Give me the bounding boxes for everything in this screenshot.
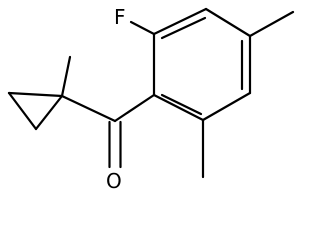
bond-aryl-fluorine <box>129 20 156 36</box>
ring-bond-c2-c3 <box>152 7 208 36</box>
carbonyl-double-bond <box>108 120 122 169</box>
molecule-diagram: F O <box>7 5 295 193</box>
ring-bond-c3-c4 <box>204 7 252 38</box>
bond-ring-quaternary-ch2a <box>7 91 64 98</box>
ring-inner-bond-c2-c3 <box>160 16 207 40</box>
bond-cyclopropyl-carbonyl <box>60 94 117 123</box>
bond-ring-ch2a-ch2b <box>7 91 38 131</box>
bond-aryl-para-methyl <box>248 10 295 38</box>
ring-bond-c6-c1 <box>152 93 205 122</box>
bond-ring-ch2b-quaternary <box>34 94 64 131</box>
ring-bond-c5-c6 <box>201 91 252 122</box>
bond-cyclopropyl-methyl <box>60 55 72 98</box>
cyclopropyl-ring <box>7 91 64 131</box>
benzene-ring <box>152 7 252 122</box>
bond-carbonyl-aryl <box>113 93 156 123</box>
fluorine-atom-label: F <box>114 5 126 29</box>
ring-inner-bond-c1-c6 <box>160 93 203 116</box>
oxygen-atom-label: O <box>106 169 122 193</box>
